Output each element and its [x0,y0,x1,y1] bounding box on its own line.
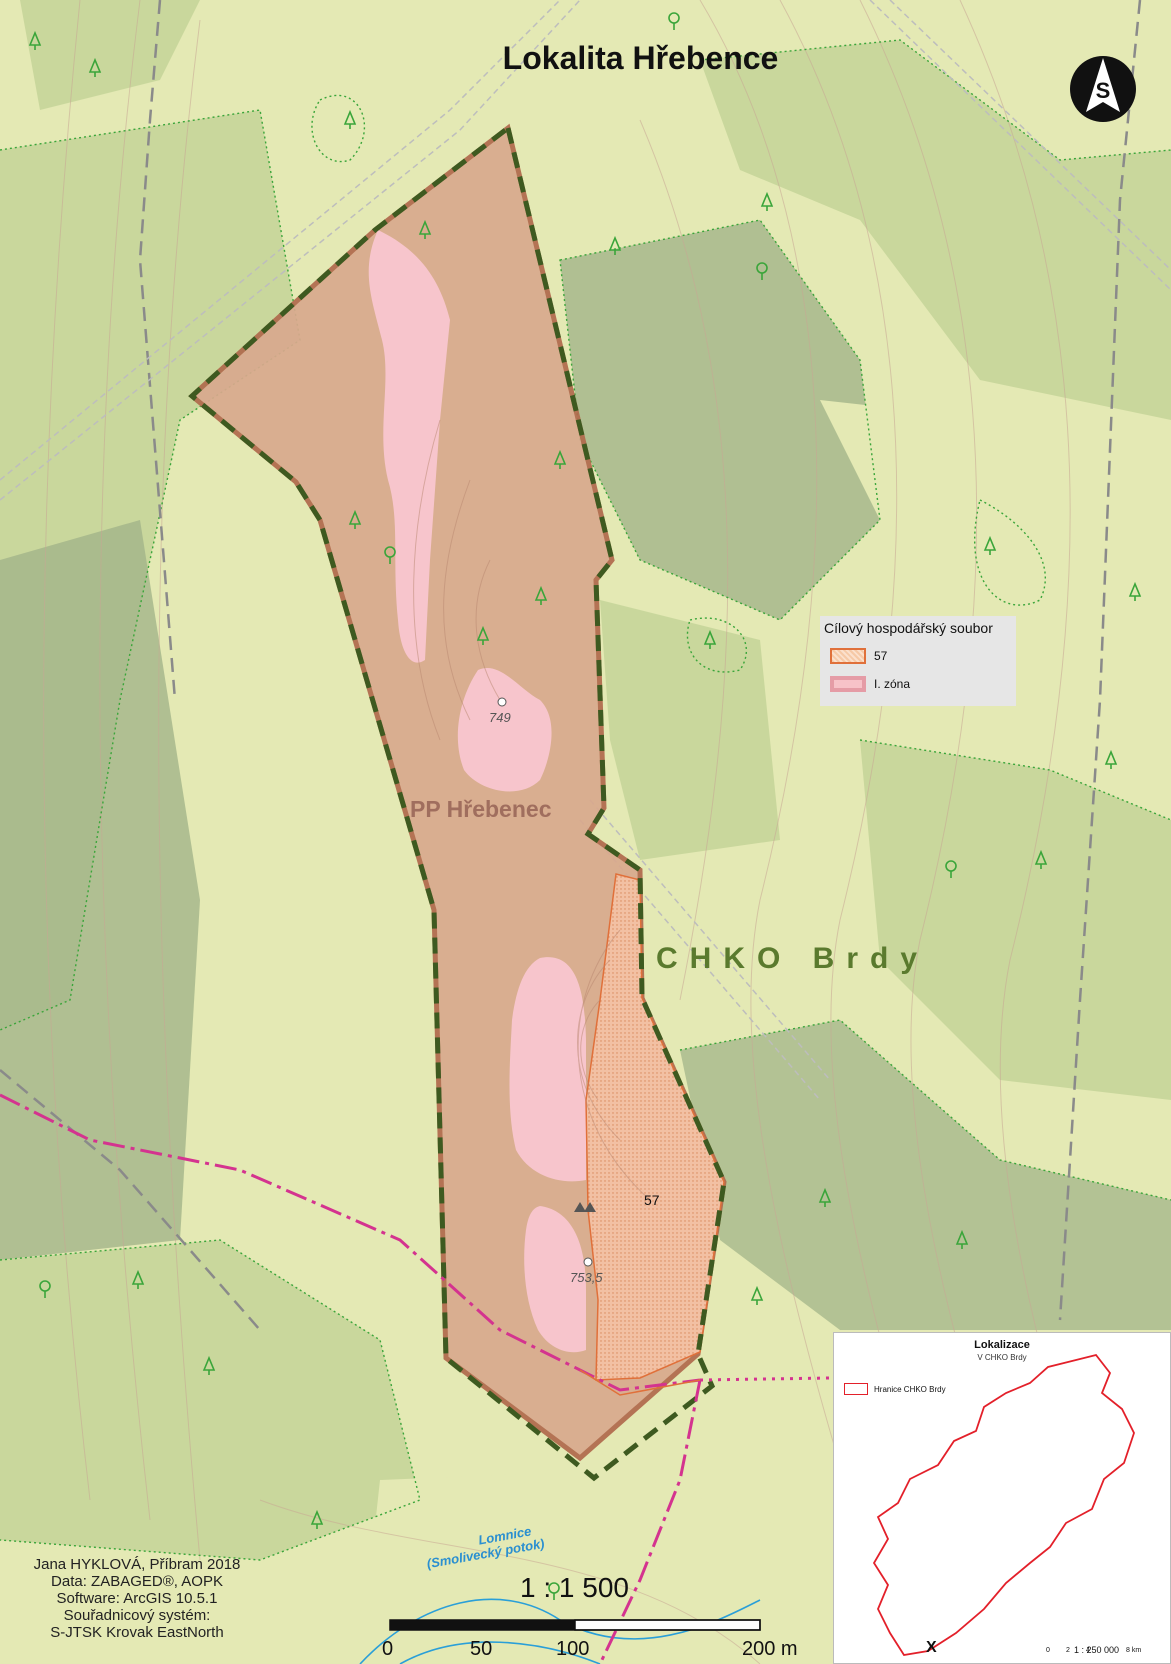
scale-tick-200: 200 m [742,1638,798,1660]
spot-height-749: 749 [489,710,511,725]
credits-author: Jana HYKLOVÁ, Příbram 2018 [33,1556,241,1573]
zone-patch-south-1[interactable] [509,957,587,1182]
inset-scale-tick: 4 [1086,1647,1090,1654]
legend-item-zone: I. zóna [830,676,910,692]
scale-tick-50: 50 [470,1638,493,1660]
inset-scale-tick: 8 km [1126,1647,1142,1654]
tree-symbols [28,12,1142,1600]
credits-crs: S-JTSK Krovak EastNorth [50,1624,224,1641]
reserve-label: PP Hřebenec [410,796,552,822]
inset-scale-tick: 0 [1046,1647,1050,1654]
legend-title: Cílový hospodářský soubor [824,620,993,636]
credits-data: Data: ZABAGED®, AOPK [51,1573,223,1590]
chko-label: CHKO Brdy [656,942,930,975]
vegetation-boundaries [0,39,1171,1561]
inset-subtitle: V CHKO Brdy [977,1353,1027,1362]
zone-patch-south-2[interactable] [524,1206,586,1353]
legend-label-stand: 57 [874,649,888,663]
legend-label-zone: I. zóna [874,677,911,691]
chko-boundary[interactable] [188,123,727,1482]
inset-scale-ratio: 1 : 250 000 [1074,1645,1120,1655]
zone-patch-749[interactable] [457,667,552,792]
scale-tick-0: 0 [382,1638,394,1660]
inset-marker: X [926,1639,937,1656]
zone-patch-north[interactable] [368,230,450,663]
scale-ratio: 1 : 1 500 [520,1572,629,1603]
map-title: Lokalita Hřebence [502,40,779,76]
inset-legend-swatch [844,1383,868,1395]
stand-label: 57 [644,1192,660,1208]
north-arrow-letter: S [1096,78,1111,103]
credits-software: Software: ArcGIS 10.5.1 [56,1590,218,1607]
legend-swatch-stand [830,648,866,664]
north-arrow-icon: S [1070,56,1136,122]
reserve-contours [413,419,651,1201]
legend-item-stand: 57 [830,648,887,664]
credits-crs-label: Souřadnicový systém: [63,1607,211,1624]
locator-inset[interactable]: Lokalizace V CHKO Brdy Hranice CHKO Brdy… [833,1332,1171,1664]
inset-legend: Hranice CHKO Brdy [844,1383,946,1395]
spot-height-753: 753,5 [570,1270,603,1285]
legend: Cílový hospodářský soubor 57 I. zóna [820,616,1016,706]
inset-scale-tick: 2 [1066,1647,1070,1654]
chko-outline [872,1353,1135,1656]
scale-tick-100: 100 [556,1638,590,1660]
credits: Jana HYKLOVÁ, Příbram 2018 Data: ZABAGED… [12,1556,262,1641]
scale-bar [389,1619,761,1631]
triangulation-point [574,1202,596,1212]
legend-swatch-zone [830,676,866,692]
inset-title: Lokalizace [974,1339,1030,1351]
peak-markers [497,697,593,1267]
roads [0,0,1142,1331]
inset-legend-label: Hranice CHKO Brdy [874,1384,946,1394]
